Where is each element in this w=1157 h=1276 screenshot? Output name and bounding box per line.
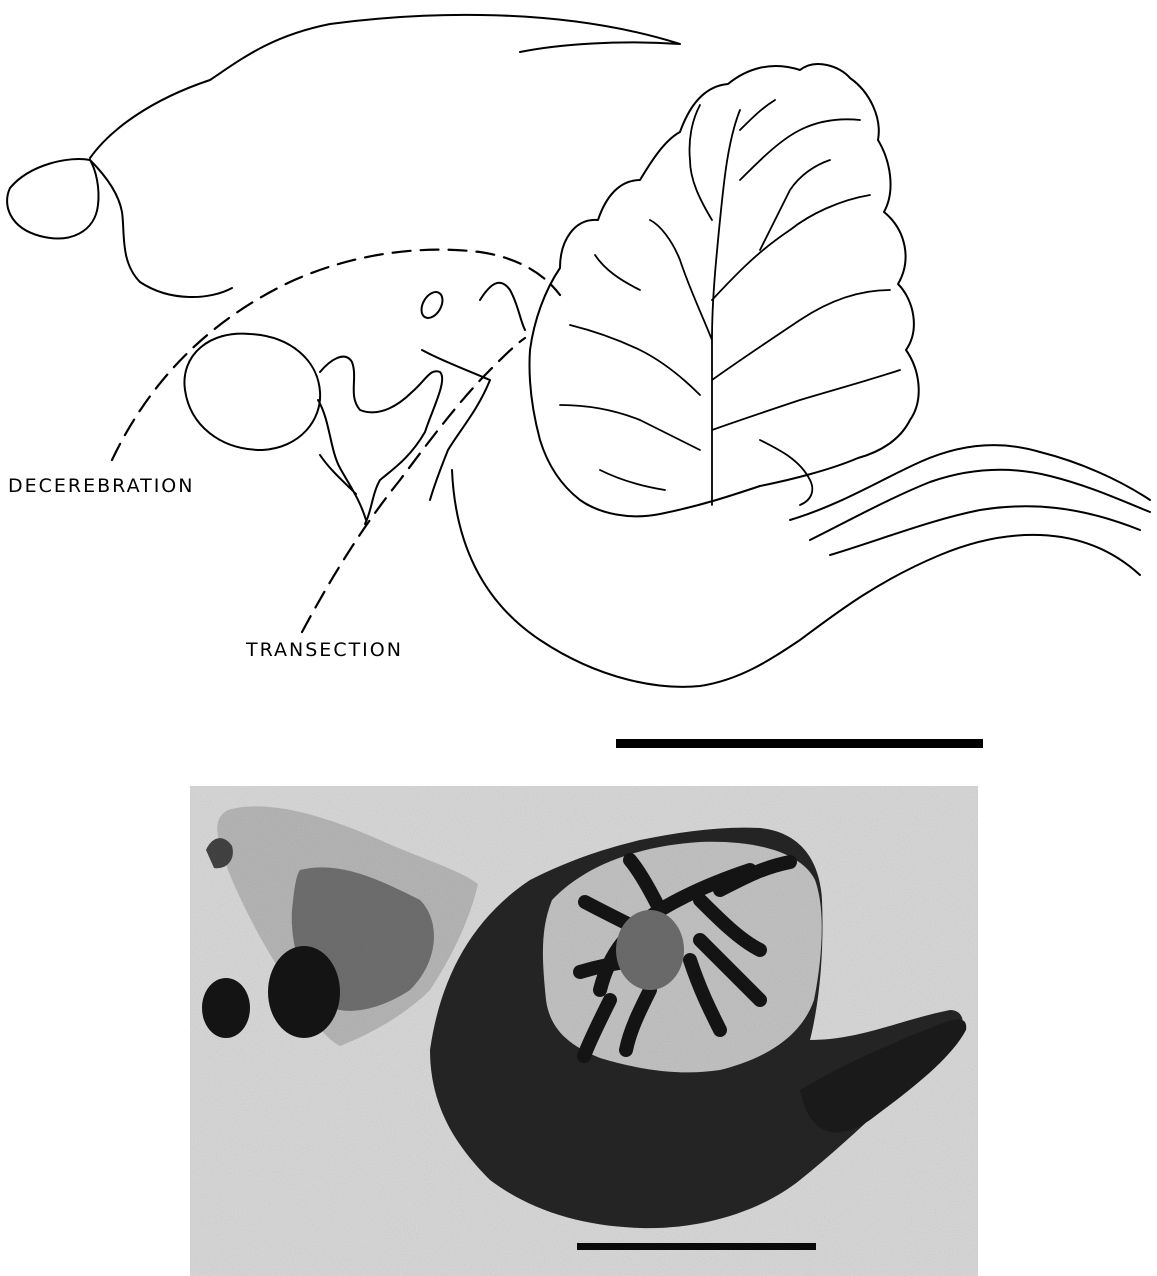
transection-label: TRANSECTION <box>245 639 403 661</box>
brainstem-lower-outline <box>452 470 1140 687</box>
histology-photograph <box>190 786 978 1276</box>
colliculus-outline <box>184 334 320 450</box>
cerebrum-outline <box>90 15 680 297</box>
olfactory-bulb-outline <box>7 159 98 238</box>
photo-grain <box>190 786 978 1276</box>
midbrain-outline <box>318 357 442 524</box>
cerebellar-folia <box>560 100 900 505</box>
scale-bar-bottom <box>577 1243 816 1250</box>
transection-line <box>302 338 525 632</box>
decerebration-label: DECEREBRATION <box>8 475 194 497</box>
scale-bar-top <box>616 739 983 748</box>
decerebration-line <box>112 250 560 460</box>
brain-line-drawing <box>7 15 1150 687</box>
spinal-cord-outline <box>790 445 1150 555</box>
cerebellum-outline <box>529 64 918 516</box>
small-structure-outline <box>417 288 447 321</box>
pons-edge <box>422 283 525 500</box>
